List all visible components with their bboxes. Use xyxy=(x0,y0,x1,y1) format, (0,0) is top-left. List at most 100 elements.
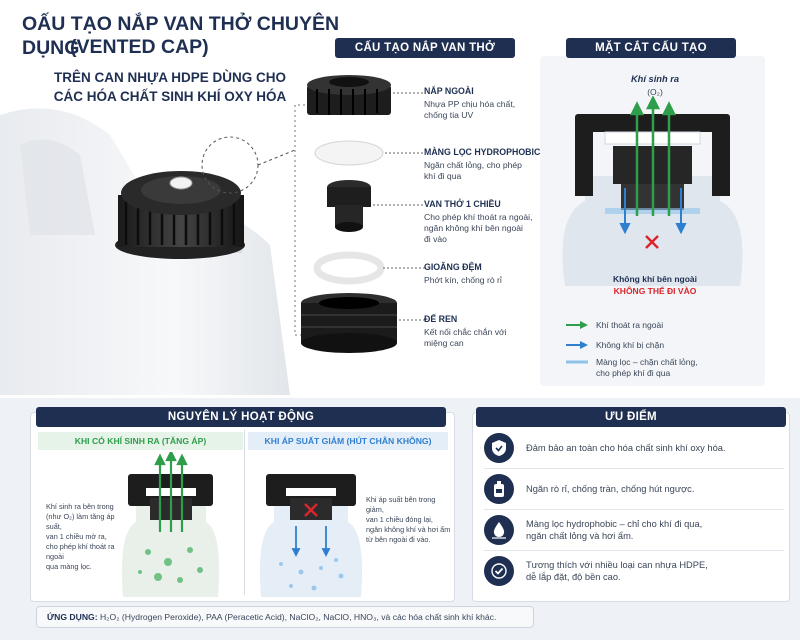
gas-bubbles xyxy=(138,547,203,583)
desc-line: (như O₂) làm tăng áp suất, xyxy=(46,512,115,531)
advantage-text: Tương thích với nhiều loại can nhựa HDPE… xyxy=(526,560,708,570)
bottle-neck xyxy=(562,176,743,286)
part-name: ĐẾ REN xyxy=(424,314,458,324)
part-desc: Cho phép khí thoát ra ngoài, xyxy=(424,212,533,222)
desc-line: từ bên ngoài đi vào. xyxy=(366,535,431,544)
subtitle-line-1: TRÊN CAN NHỰA HDPE DÙNG CHO xyxy=(54,70,286,85)
vacuum-diagram xyxy=(259,474,363,597)
blocked-air-arrows xyxy=(619,188,687,235)
part-desc: Phớt kín, chống rò rỉ xyxy=(424,275,502,285)
pressure-up-diagram xyxy=(121,452,220,597)
advantage-membrane: Màng lọc hydrophobic – chỉ cho khí đi qu… xyxy=(484,515,784,545)
pressure-up-title: KHI CÓ KHÍ SINH RA (TĂNG ÁP) xyxy=(38,432,243,450)
structure-heading: CẤU TẠO NẮP VAN THỞ xyxy=(335,38,515,58)
part-desc: Kết nối chắc chắn với xyxy=(424,327,507,337)
cap-top-inner xyxy=(141,176,221,204)
cross-section-diagram xyxy=(562,96,743,286)
advantages-heading: ƯU ĐIỂM xyxy=(476,407,786,427)
outer-cap xyxy=(307,75,391,115)
vacuum-title: KHI ÁP SUẤT GIẢM (HÚT CHÂN KHÔNG) xyxy=(248,432,448,450)
desc-line: cho phép khí thoát ra ngoài xyxy=(46,542,115,561)
desc-line: Khi áp suất bên trong giảm, xyxy=(366,495,436,514)
part-desc: Nhựa PP chịu hóa chất, xyxy=(424,99,516,109)
legend-text: cho phép khí đi qua xyxy=(596,368,671,378)
separator xyxy=(484,468,784,469)
outside-air-label: Không khí bên ngoài xyxy=(612,274,698,284)
droplet-icon xyxy=(484,515,514,545)
desc-line: Khí sinh ra bên trong xyxy=(46,502,114,511)
desc-line: qua màng lọc. xyxy=(46,562,92,571)
part-desc: miệng can xyxy=(424,338,464,348)
part-gasket: GIOĂNG ĐỆM Phớt kín, chống rò rỉ xyxy=(424,262,542,286)
section-heading: MẶT CẮT CẤU TẠO xyxy=(566,38,736,58)
applications-bar: ỨNG DỤNG: H₂O₂ (Hydrogen Peroxide), PAA … xyxy=(36,606,534,628)
air-down-arrows xyxy=(291,526,331,558)
threaded-base xyxy=(301,293,397,353)
part-valve: VAN THỞ 1 CHIỀU Cho phép khí thoát ra ng… xyxy=(424,199,542,245)
gasket-ring xyxy=(313,251,385,285)
main-title: OẤU TẠO NẮP VAN THỞ CHUYÊN DỤNG xyxy=(22,13,340,59)
zoom-line xyxy=(257,149,296,166)
check-icon xyxy=(484,556,514,586)
subtitle: TRÊN CAN NHỰA HDPE DÙNG CHO CÁC HÓA CHẤT… xyxy=(40,68,300,106)
bottle-body xyxy=(259,504,363,597)
vent-hole xyxy=(169,176,193,190)
part-desc: khí đi qua xyxy=(424,171,462,181)
gas-formula: (O₂) xyxy=(647,87,663,97)
advantage-text: ngăn chất lỏng và hơi ẩm. xyxy=(526,531,634,541)
part-name: NẮP NGOÀI xyxy=(424,86,474,96)
part-thread-base: ĐẾ REN Kết nối chắc chắn với miệng can xyxy=(424,314,542,349)
membrane-disc xyxy=(314,140,384,166)
legend-air-blocked: Không khí bị chặn xyxy=(566,340,664,351)
cap-sides xyxy=(575,128,730,196)
advantage-text: Đảm bảo an toàn cho hóa chất sinh khí ox… xyxy=(526,443,726,453)
pressure-up-desc: Khí sinh ra bên trong (như O₂) làm tăng … xyxy=(46,502,131,572)
membrane-line-icon xyxy=(566,360,588,364)
part-desc: ngăn không khí bên ngoài xyxy=(424,223,523,233)
air-dots xyxy=(279,558,344,591)
shield-icon xyxy=(484,433,514,463)
blue-arrow-icon xyxy=(566,341,588,349)
legend-text: Không khí bị chặn xyxy=(596,340,665,350)
advantage-text: dễ lắp đặt, độ bền cao. xyxy=(526,572,621,582)
bottle-body xyxy=(121,504,220,597)
advantages-panel xyxy=(472,412,790,602)
main-title-sub: (VENTED CAP) xyxy=(70,36,209,58)
desc-line: ngăn không khí và hơi ẩm xyxy=(366,525,451,534)
part-leaders xyxy=(373,92,425,321)
applications-label: ỨNG DỤNG: xyxy=(47,612,98,622)
canister-handle xyxy=(20,139,95,235)
separator xyxy=(484,550,784,551)
membrane xyxy=(286,488,336,496)
part-desc: Ngăn chất lỏng, cho phép xyxy=(424,160,522,170)
exploded-parts xyxy=(294,75,425,353)
part-name: MÀNG LỌC HYDROPHOBIC xyxy=(424,147,541,157)
advantage-text: Màng lọc hydrophobic – chỉ cho khí đi qu… xyxy=(526,519,703,529)
legend-text: Màng lọc – chặn chất lỏng, xyxy=(596,357,698,367)
part-membrane: MÀNG LỌC HYDROPHOBIC Ngăn chất lỏng, cho… xyxy=(424,147,542,182)
advantage-leak: Ngăn rò rỉ, chống tràn, chống hút ngược. xyxy=(484,474,784,504)
blocked-x-icon xyxy=(645,235,659,249)
part-bracket xyxy=(294,104,305,336)
closed-x-icon xyxy=(304,503,318,517)
desc-line: van 1 chiều đóng lại, xyxy=(366,515,433,524)
part-name: GIOĂNG ĐỆM xyxy=(424,262,482,272)
part-name: VAN THỞ 1 CHIỀU xyxy=(424,199,501,209)
bottle-icon xyxy=(484,474,514,504)
advantage-text: Ngăn rò rỉ, chống tràn, chống hút ngược. xyxy=(526,484,695,494)
principle-heading: NGUYÊN LÝ HOẠT ĐỘNG xyxy=(36,407,446,427)
vacuum-desc: Khi áp suất bên trong giảm, van 1 chiều … xyxy=(366,495,454,545)
part-outer-cap: NẮP NGOÀI Nhựa PP chịu hóa chất, chống t… xyxy=(424,86,542,121)
check-valve xyxy=(327,180,371,232)
principle-divider xyxy=(244,430,245,595)
part-desc: chống tia UV xyxy=(424,110,474,120)
legend-membrane: Màng lọc – chặn chất lỏng, cho phép khí … xyxy=(566,357,698,379)
advantage-safety: Đảm bảo an toàn cho hóa chất sinh khí ox… xyxy=(484,433,784,463)
canister-illustration xyxy=(0,108,296,395)
applications-text: H₂O₂ (Hydrogen Peroxide), PAA (Peracetic… xyxy=(99,612,497,622)
legend-text: Khí thoát ra ngoài xyxy=(596,320,664,330)
gas-out-arrows xyxy=(629,96,677,216)
cannot-enter-label: KHÔNG THỂ ĐI VÀO xyxy=(613,286,697,296)
gas-up-arrows xyxy=(154,452,188,532)
gas-out-label: Khí sinh ra xyxy=(630,74,680,84)
